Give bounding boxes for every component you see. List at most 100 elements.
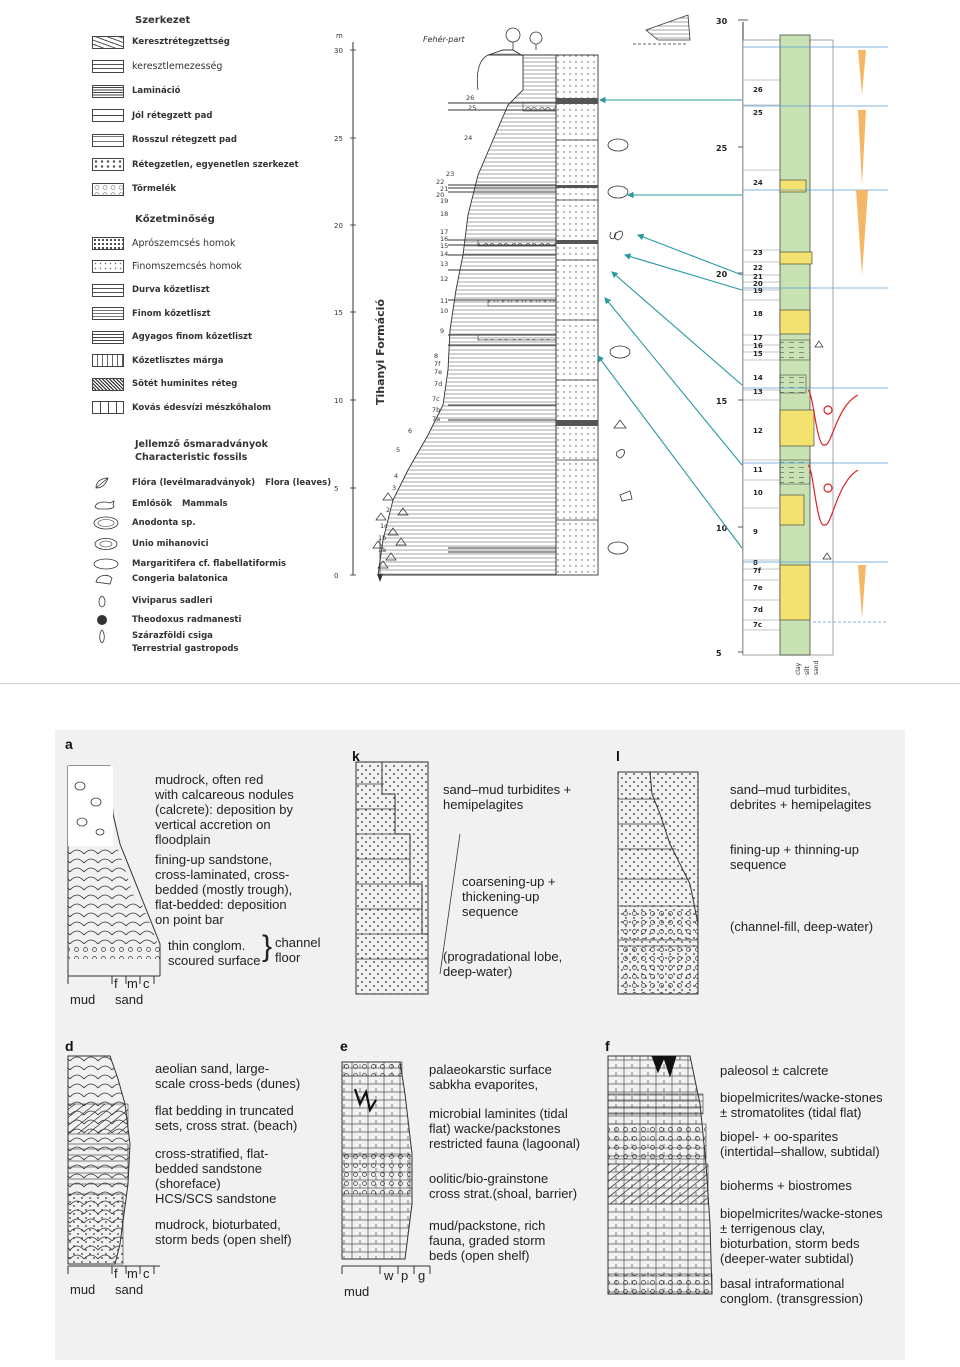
- section-layer-label: 23: [446, 170, 454, 178]
- site-label: Fehér-part: [423, 34, 466, 44]
- column-layer-label: 7f: [753, 567, 762, 575]
- column-layer-label: 15: [753, 350, 763, 358]
- panel-a-axis-m: m: [127, 976, 138, 991]
- column-layer-label: 16: [753, 342, 763, 350]
- column-layer-label: 19: [753, 287, 763, 295]
- legend-structure-label: Törmelék: [132, 184, 176, 194]
- legend-structure-label: Lamináció: [132, 86, 181, 96]
- legend-lithology-row: Durva kőzetliszt: [92, 282, 210, 298]
- section-scale-label: 10: [334, 397, 343, 405]
- section-layer-label: 19: [440, 197, 448, 205]
- legend-lithology-row: Finom kőzetliszt: [92, 306, 211, 322]
- panel-l-text-1: sand–mud turbidites, debrites + hemipela…: [730, 782, 872, 812]
- panel-d-text-4: mudrock, bioturbated, storm beds (open s…: [155, 1217, 292, 1247]
- log-a: [67, 765, 161, 984]
- legend-lithology-label: Sötét huminites réteg: [132, 379, 238, 389]
- legend-structure-swatch-icon: [92, 84, 124, 98]
- legend-lithology-row: Kőzetlisztes márga: [92, 353, 224, 369]
- log-l: [617, 771, 699, 995]
- legend-fossil-label: Flóra (levélmaradványok): [132, 477, 256, 488]
- legend-fossil-label: Unio mihanovici: [132, 538, 209, 549]
- legend-lithology-swatch-icon: [92, 330, 124, 344]
- column-layer-label: 12: [753, 427, 763, 435]
- legend-lithology-swatch-icon: [92, 236, 124, 250]
- section-layer-label: 14: [440, 250, 448, 258]
- panel-k-text-3: (progradational lobe, deep-water): [443, 949, 563, 979]
- panel-f-text-4: bioherms + biostromes: [720, 1178, 852, 1193]
- column-scale-label: 20: [716, 270, 728, 279]
- column-footer-label: silt: [804, 666, 811, 675]
- legend-fossil-label: Szárazföldi csiga: [132, 630, 213, 641]
- legend-fossil-label: Anodonta sp.: [132, 517, 196, 528]
- legend-structure-swatch-icon: [92, 60, 124, 73]
- legend-lithology-row: Finomszemcsés homok: [92, 259, 242, 275]
- section-layer-label: 5: [396, 446, 400, 454]
- column-silt-block: [779, 459, 811, 485]
- legend-lithology-title: Kőzetminőség: [135, 214, 215, 225]
- column-scale-label: 30: [716, 17, 728, 26]
- legend-fossil-row: Anodonta sp.: [92, 515, 196, 530]
- legend-structure-label: keresztlemezesség: [132, 61, 223, 72]
- section-layer-label: 26: [466, 94, 474, 102]
- legend-structure-label: Rosszul rétegzett pad: [132, 135, 237, 145]
- column-sand-block: [779, 179, 807, 193]
- legend-lithology-row: Aprószemcsés homok: [92, 235, 235, 251]
- legend-fossil-row: Theodoxus radmanesti: [92, 612, 241, 627]
- column-layer-label: 23: [753, 249, 763, 257]
- section-layer-label: 6: [408, 427, 412, 435]
- section-layer-label: 7b: [432, 406, 440, 414]
- legend-structure-label: Keresztrétegzettség: [132, 37, 230, 47]
- legend-lithology-swatch-icon: [92, 307, 124, 320]
- section-layer-label: 2: [386, 506, 390, 514]
- legend-lithology-row: Kovás édesvízi mészkőhalom: [92, 400, 271, 416]
- legend-lithology-label: Finom kőzetliszt: [132, 308, 211, 319]
- panel-k-label: k: [352, 748, 360, 764]
- column-layer-label: 7e: [753, 584, 763, 592]
- legend-structure-swatch-icon: [92, 109, 124, 122]
- panel-a-axis-c: c: [143, 976, 150, 991]
- legend-fossil-row: Terrestrial gastropods: [92, 641, 238, 656]
- legend-structure-swatch-icon: [92, 182, 124, 196]
- panel-f-text-3: biopel- + oo-sparites (intertidal–shallo…: [720, 1129, 880, 1159]
- column-layer-label: 17: [753, 334, 763, 342]
- panel-l-label: l: [616, 748, 620, 764]
- legend-structure-label: Jól rétegzett pad: [132, 110, 213, 121]
- column-scale-label: 10: [716, 524, 728, 533]
- section-layer-label: 7f: [434, 360, 441, 368]
- section-scale-label: 25: [334, 135, 343, 143]
- legend-fossil-row: Szárazföldi csiga: [92, 628, 213, 643]
- section-rubble-band: [477, 239, 557, 247]
- column-silt-block: [779, 339, 811, 361]
- section-scale-label: 30: [334, 47, 343, 55]
- section-rubble-band: [487, 299, 557, 307]
- section-layer-label: 1b: [378, 534, 386, 542]
- section-layer-label: 1a: [378, 546, 386, 554]
- panel-d-axis-c: c: [143, 1266, 150, 1281]
- panel-e-axis-g: g: [418, 1268, 426, 1283]
- panel-k-text-1: sand–mud turbidites + hemipelagites: [443, 782, 572, 812]
- section-layer-label: 22: [436, 178, 444, 186]
- legend-lithology-label: Kőzetlisztes márga: [132, 355, 224, 366]
- legend-structure-row: Rosszul rétegzett pad: [92, 132, 237, 148]
- panel-d-axis-m: m: [127, 1266, 138, 1281]
- panel-d-label: d: [65, 1038, 74, 1054]
- legend-fossil-label: Terrestrial gastropods: [132, 643, 239, 654]
- panel-d-axis-f: f: [114, 1266, 118, 1281]
- legend-structure-title: Szerkezet: [135, 15, 191, 26]
- section-layer-label: 10: [440, 307, 448, 315]
- legend-fossil-title-hu: Jellemző ősmaradványok: [135, 439, 268, 450]
- column-layer-label: 8: [753, 559, 758, 567]
- column-sand-block: [779, 494, 805, 526]
- legend-fossil-row: Viviparus sadleri: [92, 593, 213, 608]
- legend-fossil-title-en: Characteristic fossils: [135, 452, 248, 463]
- log-f: [607, 1055, 713, 1295]
- legend-lithology-label: Kovás édesvízi mészkőhalom: [132, 402, 272, 413]
- section-layer-label: 4: [394, 472, 398, 480]
- section-layer-label: 11: [440, 297, 448, 305]
- fossil-shell3-icon: [93, 558, 119, 569]
- panel-l-text-2: fining-up + thinning-up sequence: [730, 842, 860, 872]
- column-silt-block: [779, 374, 807, 394]
- legend-lithology-label: Aprószemcsés homok: [132, 237, 236, 249]
